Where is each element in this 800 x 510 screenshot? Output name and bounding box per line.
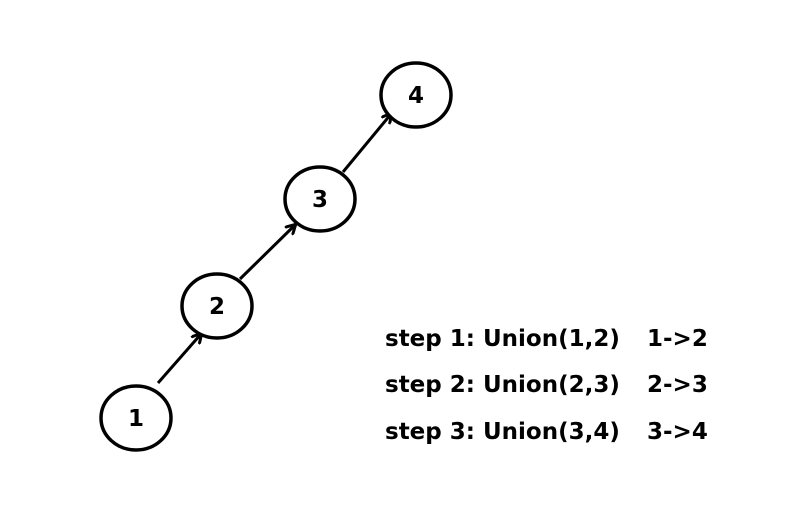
step-label: step 1: Union(1,2) [385, 326, 620, 352]
step-3: step 3: Union(3,4) 3->4 [385, 419, 708, 445]
step-label: step 2: Union(2,3) [385, 372, 620, 398]
node-circle [180, 272, 254, 340]
step-1: step 1: Union(1,2) 1->2 [385, 326, 708, 352]
node-circle [283, 165, 357, 233]
node-label: 4 [408, 83, 424, 109]
step-result: 1->2 [647, 326, 708, 352]
steps-list: step 1: Union(1,2) 1->2 step 2: Union(2,… [385, 326, 708, 445]
edge-1-2 [156, 334, 201, 384]
node-2: 2 [180, 272, 254, 340]
node-label: 2 [209, 294, 225, 320]
node-3: 3 [283, 165, 357, 233]
step-result: 3->4 [647, 419, 708, 445]
step-2: step 2: Union(2,3) 2->3 [385, 372, 708, 398]
node-label: 1 [128, 406, 144, 432]
node-circle [379, 61, 453, 129]
step-label: step 3: Union(3,4) [385, 419, 620, 445]
node-4: 4 [379, 61, 453, 129]
edge-2-3 [238, 225, 295, 281]
edge-3-4 [341, 114, 391, 173]
node-label: 3 [312, 187, 328, 213]
node-circle [99, 384, 173, 452]
node-1: 1 [99, 384, 173, 452]
step-result: 2->3 [647, 372, 708, 398]
edges [156, 114, 391, 384]
